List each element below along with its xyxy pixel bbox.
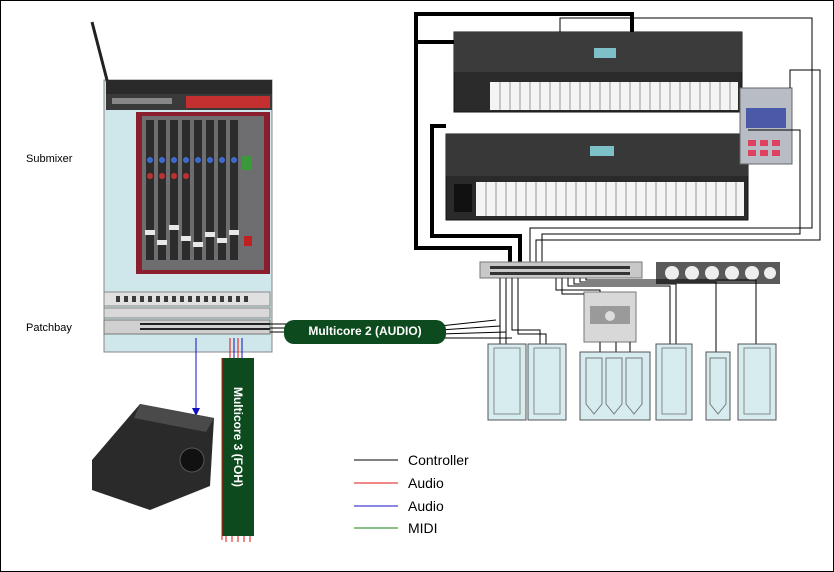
legend-item-audio-blue: Audio [408, 498, 444, 514]
keyboard-top [453, 31, 743, 113]
legend-item-audio-red: Audio [408, 475, 444, 491]
audio-patch-rack [479, 261, 643, 279]
patchbay-units [103, 291, 271, 335]
submixer-label: Submixer [26, 153, 73, 165]
multicore-2-label: Multicore 2 (AUDIO) [308, 324, 422, 338]
power-strip [656, 262, 780, 284]
speaker-cabinets [487, 343, 777, 421]
stage-monitor [92, 338, 214, 510]
legend-item-controller: Controller [408, 452, 469, 468]
submixer-device [136, 112, 270, 274]
legend-item-midi: MIDI [408, 520, 438, 536]
multicore-3-cable [221, 338, 254, 542]
keyboard-bottom [445, 133, 749, 221]
speaker-cables [499, 278, 757, 352]
multicore-3-label: Multicore 3 (FOH) [231, 386, 245, 487]
controller-cables [414, 12, 821, 262]
multicore-2-cable [270, 319, 512, 344]
effects-unit [583, 291, 637, 343]
legend-lines [354, 459, 398, 529]
sampler-device [739, 87, 793, 165]
patchbay-label: Patchbay [26, 322, 72, 334]
